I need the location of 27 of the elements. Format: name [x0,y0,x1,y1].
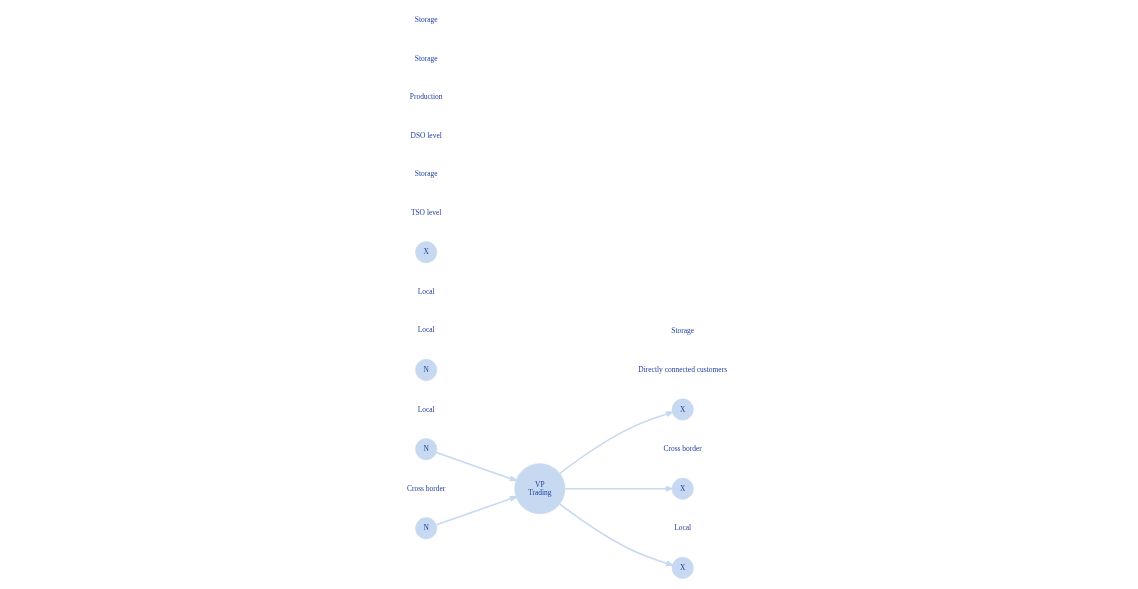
arrow [435,451,519,482]
node-circle: N [415,517,438,540]
label: Storage [671,326,695,336]
label: Storage [414,15,438,25]
arrow [435,496,519,526]
node-circle: X [415,241,438,264]
node-label: Local [674,523,692,533]
node-circle: X [671,477,694,500]
node-circle: X [671,398,694,421]
node-label: Local [417,325,435,335]
label: DSO level [410,130,442,140]
node-circle: X [671,556,694,579]
arrow [559,411,675,475]
label: Storage [414,53,438,63]
node-circle: N [415,358,438,381]
node-label: Local [417,404,435,414]
label: Directly connected customers [638,364,728,374]
label: TSO level [410,207,442,217]
arrow [559,503,675,567]
label: Storage [414,169,438,179]
node-circle: VP Trading [514,463,566,515]
node-label: Local [417,286,435,296]
node-label: Cross border [663,444,702,454]
node-circle: N [415,438,438,461]
label: Production [409,92,443,102]
node-label: Cross border [406,483,446,493]
arrow [564,485,675,492]
